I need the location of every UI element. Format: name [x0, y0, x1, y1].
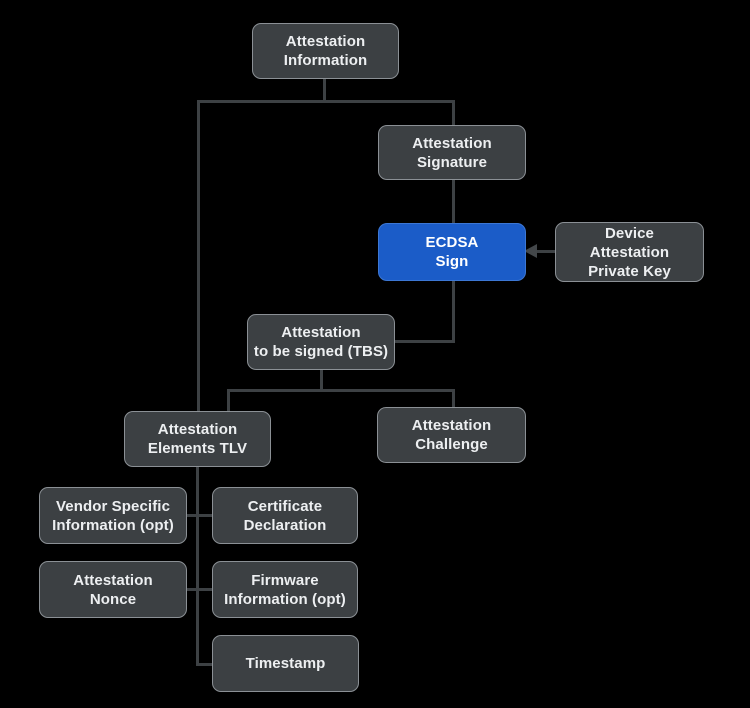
node-firmware-information: Firmware Information (opt): [212, 561, 358, 618]
connector-tbs-drop: [320, 370, 323, 392]
node-label: Attestation Signature: [412, 134, 492, 171]
node-label: Device Attestation Private Key: [588, 224, 671, 280]
node-label: Timestamp: [245, 655, 326, 672]
connector-to-signature: [452, 100, 455, 127]
node-attestation-tbs: Attestation to be signed (TBS): [247, 314, 395, 370]
node-label: Attestation Information: [283, 33, 368, 69]
arrowhead-left-icon: [524, 244, 537, 258]
node-timestamp: Timestamp: [212, 635, 359, 692]
node-attestation-information: Attestation Information: [252, 23, 399, 79]
connector-ecdsa-to-tbs: [395, 340, 455, 343]
connector-left-long-vertical: [197, 100, 200, 413]
node-attestation-signature: Attestation Signature: [378, 125, 526, 180]
connector-elbow-timestamp: [196, 663, 212, 666]
node-label: Attestation to be signed (TBS): [253, 324, 389, 360]
node-attestation-nonce: Attestation Nonce: [39, 561, 187, 618]
connector-signature-to-ecdsa: [452, 180, 455, 224]
node-label: ECDSA Sign: [425, 234, 479, 270]
connector-tbs-horizontal: [227, 389, 455, 392]
node-label: Firmware Information (opt): [224, 571, 346, 608]
node-device-attestation-private-key: Device Attestation Private Key: [555, 222, 704, 282]
connector-to-challenge: [452, 389, 455, 408]
connector-elements-vertical: [196, 466, 199, 666]
connector-key-to-ecdsa: [536, 250, 555, 253]
node-ecdsa-sign: ECDSA Sign: [378, 223, 526, 281]
node-label: Vendor Specific Information (opt): [52, 497, 174, 534]
node-label: Attestation Challenge: [411, 417, 492, 453]
node-attestation-challenge: Attestation Challenge: [377, 407, 526, 463]
node-label: Certificate Declaration: [243, 497, 327, 534]
connector-ecdsa-drop: [452, 280, 455, 343]
connector-top-horizontal: [197, 100, 455, 103]
node-certificate-declaration: Certificate Declaration: [212, 487, 358, 544]
connector-info-drop: [323, 78, 326, 103]
node-label: Attestation Elements TLV: [147, 421, 248, 457]
node-vendor-specific-information: Vendor Specific Information (opt): [39, 487, 187, 544]
connector-stub-row1: [187, 514, 212, 517]
connector-to-elements-tlv: [227, 389, 230, 412]
connector-stub-row2: [187, 588, 212, 591]
node-label: Attestation Nonce: [73, 571, 153, 608]
node-attestation-elements-tlv: Attestation Elements TLV: [124, 411, 271, 467]
